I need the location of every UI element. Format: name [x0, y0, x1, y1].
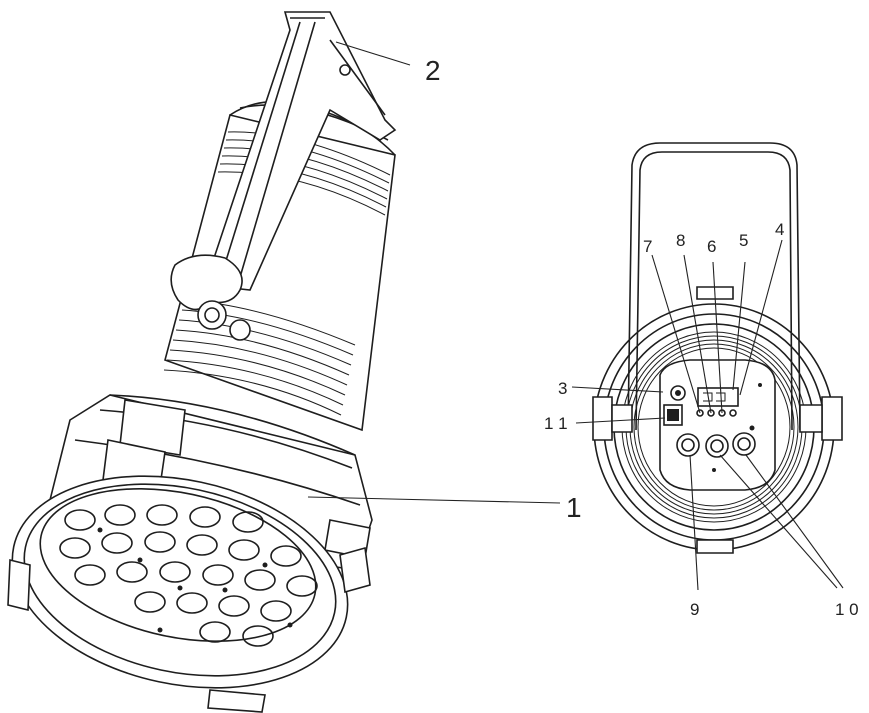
- tilt-lock-knob: [170, 254, 251, 341]
- callout-8: 8: [676, 231, 685, 250]
- callout-7: 7: [643, 237, 652, 256]
- leader-4: [739, 239, 783, 396]
- callout-1: 1: [566, 492, 582, 523]
- callout-2: 2: [425, 55, 441, 86]
- fixture-rear-view: [571, 142, 844, 591]
- led-display: [697, 387, 739, 407]
- leader-10b: [745, 454, 844, 589]
- led-array: [59, 504, 318, 647]
- leader-7: [651, 254, 701, 414]
- dmx-out-connector: [732, 432, 756, 456]
- leader-5: [732, 261, 746, 391]
- leader-1: [307, 496, 561, 504]
- leader-9: [689, 454, 699, 591]
- callout-5: 5: [739, 231, 748, 250]
- power-input-connector: [676, 433, 700, 457]
- leader-8: [683, 254, 712, 414]
- fixture-perspective-view: [7, 11, 397, 713]
- led-front-ring: [7, 475, 371, 713]
- enter-button: [729, 409, 737, 417]
- leader-11: [575, 417, 666, 424]
- rear-control-panel: [659, 359, 776, 491]
- leader-6: [712, 261, 723, 414]
- callout-3: 3: [558, 379, 567, 398]
- callout-10: 1 0: [835, 600, 859, 619]
- leader-2: [335, 41, 411, 66]
- leader-10a: [719, 454, 838, 589]
- callout-11: 1 1: [544, 414, 568, 433]
- yoke-bracket: [203, 11, 397, 291]
- callout-4: 4: [775, 220, 784, 239]
- rear-yoke: [627, 142, 801, 431]
- callout-labels: 2 1 7 8 6 5 4 3 1 1 9 1 0: [425, 55, 859, 619]
- dmx-in-connector: [705, 434, 729, 458]
- callout-9: 9: [690, 600, 699, 619]
- callout-6: 6: [707, 237, 716, 256]
- leader-3: [571, 386, 664, 393]
